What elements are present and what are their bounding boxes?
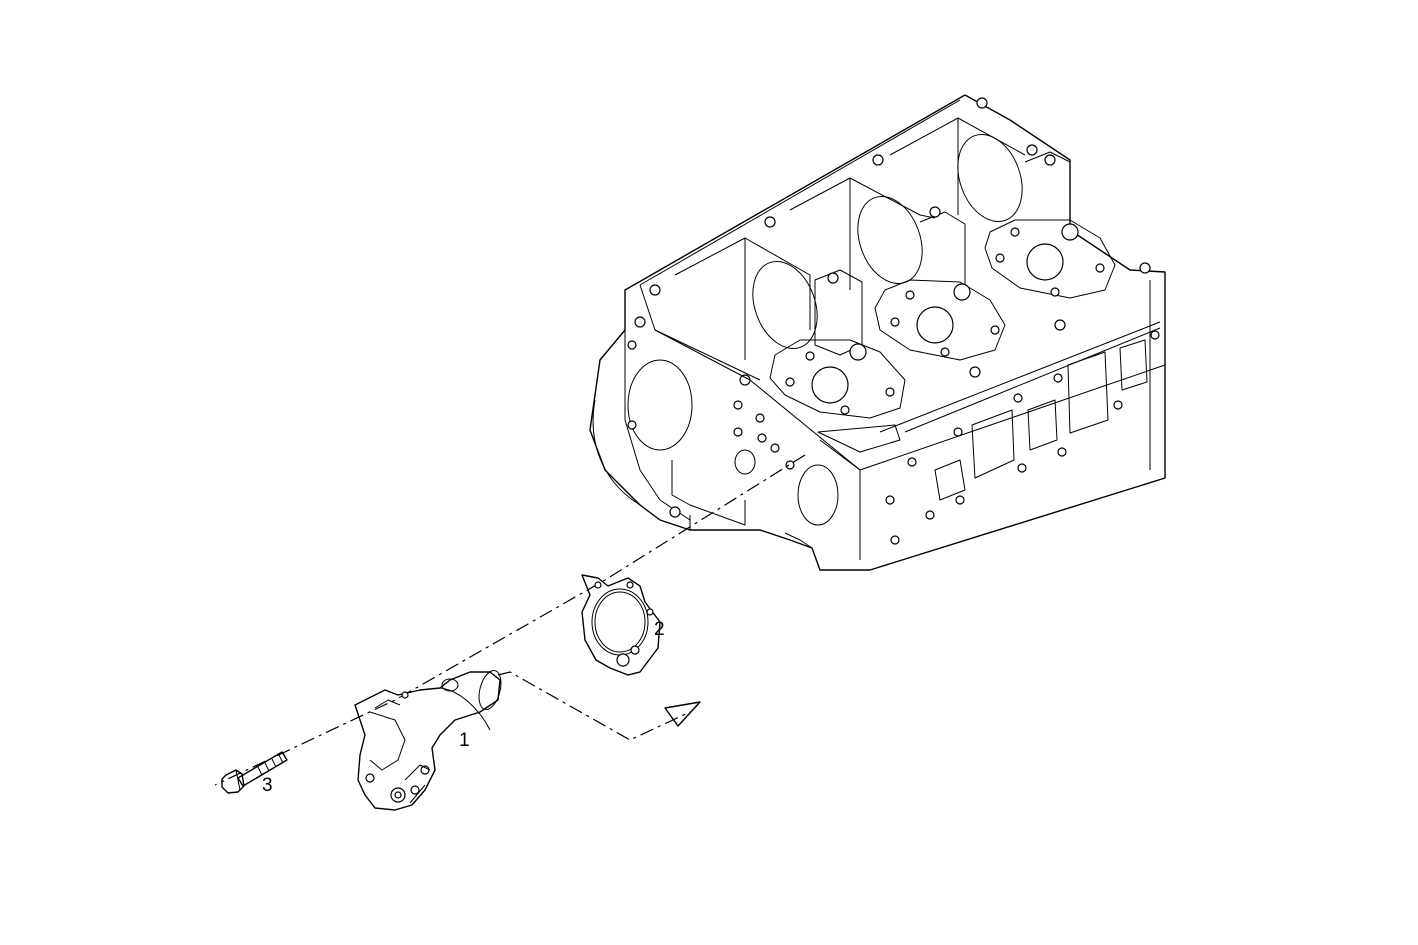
cylinder-head — [589, 94, 1166, 571]
callout-3: 3 — [262, 775, 273, 796]
gasket — [581, 574, 661, 676]
flow-direction-arrow — [497, 671, 701, 741]
assembly-centerline — [214, 454, 806, 786]
callout-1: 1 — [459, 730, 470, 751]
callout-2: 2 — [654, 619, 665, 640]
water-outlet-housing — [354, 670, 502, 811]
bolt — [221, 751, 288, 794]
